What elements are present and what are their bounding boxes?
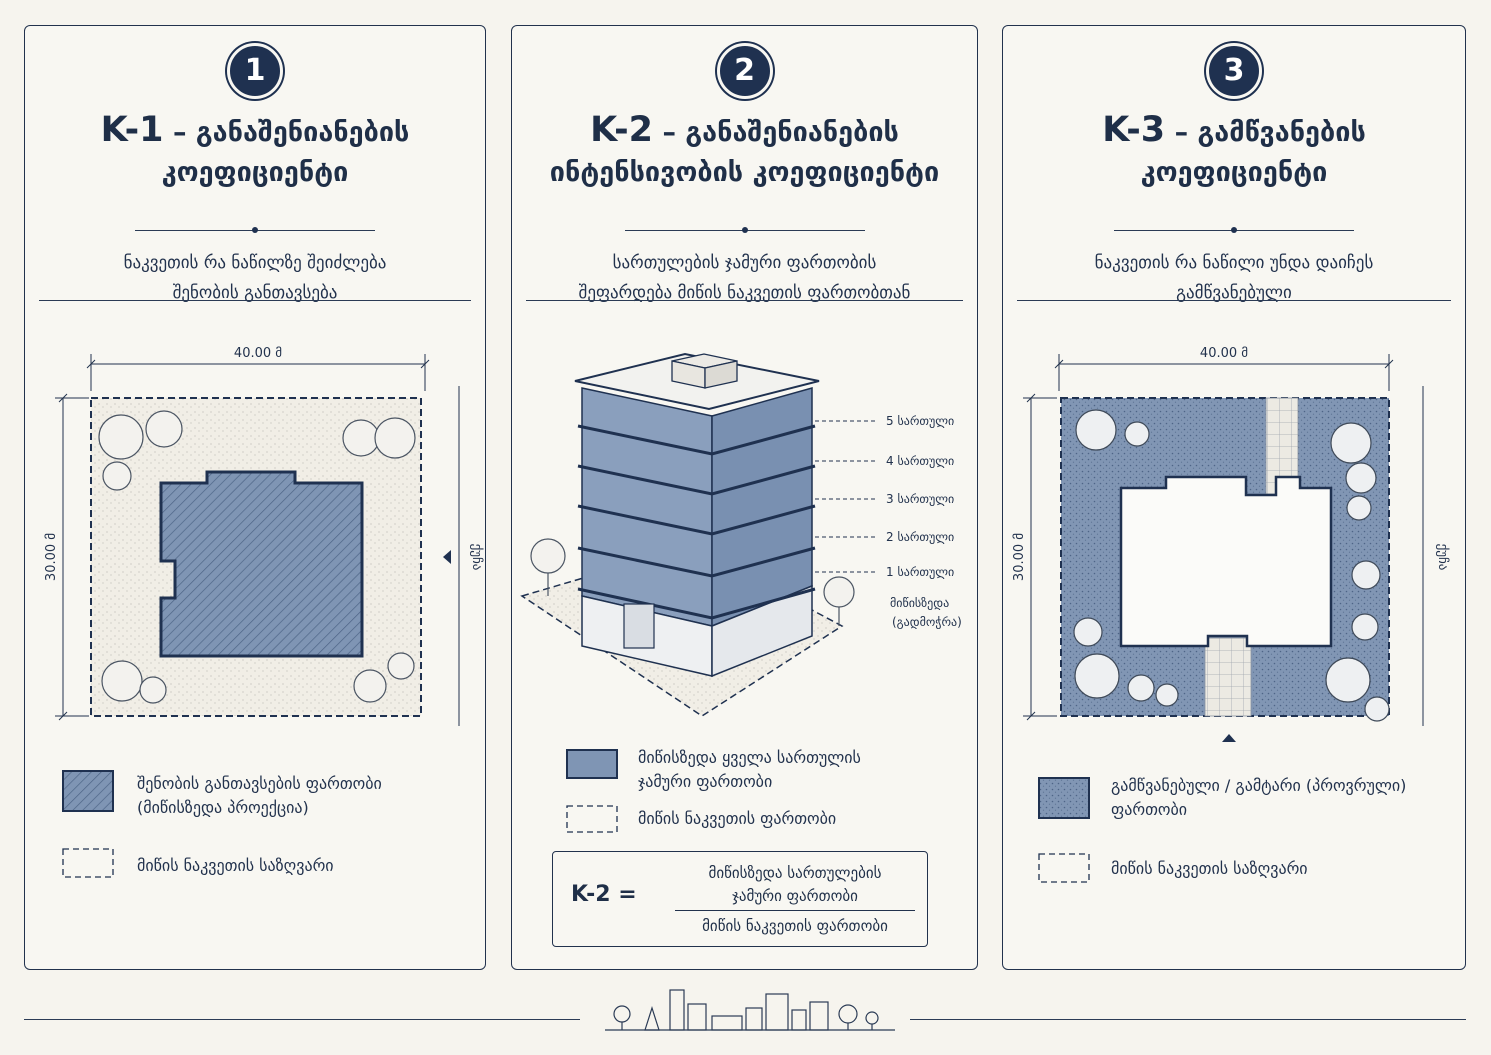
subtitle-line2: შეფარდება მიწის ნაკვეთის ფართობთან bbox=[578, 283, 911, 303]
title-dash: – bbox=[662, 117, 676, 148]
k1-site-plan: 40.00 მ 30.00 მ ქუჩა bbox=[44, 346, 484, 878]
legend-green-area: გამწვანებული / გამტარი (პროვრული) ფართობ… bbox=[1111, 774, 1406, 822]
height-dimension: 30.00 მ bbox=[1012, 533, 1027, 581]
legend-boundary-line1: მიწის ნაკვეთის საზღვარი bbox=[137, 856, 334, 875]
building-footprint bbox=[159, 470, 364, 658]
street-label: ქუჩა bbox=[1435, 544, 1450, 571]
section-rule bbox=[1017, 300, 1451, 301]
title-dash: – bbox=[172, 117, 187, 148]
footer-rule-right bbox=[910, 1019, 1466, 1020]
tree-icons bbox=[98, 410, 416, 704]
floor-label-3: 3 სართული bbox=[886, 492, 954, 506]
ground-label-line2: (გადმოჭრა) bbox=[892, 615, 962, 629]
footer-rule-left bbox=[24, 1019, 580, 1020]
subtitle-line1: სართულების ჯამური ფართობის bbox=[612, 253, 877, 273]
k3-site-plan: 40.00 მ 30.00 მ ქუჩა bbox=[1012, 346, 1450, 883]
entrance-door bbox=[623, 603, 655, 649]
tree-icons bbox=[1073, 409, 1390, 722]
legend-floor-area-line1: მიწისზედა ყველა სართულის bbox=[638, 748, 861, 767]
step-number-badge: 1 bbox=[227, 43, 283, 99]
title-line2: ინტენსივობის კოეფიციენტი bbox=[549, 157, 940, 188]
title-divider bbox=[1114, 227, 1354, 233]
panel-subtitle: სართულების ჯამური ფართობის შეფარდება მიწ… bbox=[532, 248, 957, 308]
floor-label-2: 2 სართული bbox=[886, 530, 954, 544]
formula-lhs: K-2 = bbox=[571, 882, 637, 907]
panel-title: K-3 – გამწვანების კოეფიციენტი bbox=[1003, 110, 1465, 193]
panel-subtitle: ნაკვეთის რა ნაწილზე შეიძლება შენობის გან… bbox=[45, 248, 465, 308]
legend-green-line2: ფართობი bbox=[1111, 800, 1188, 819]
title-line2: კოეფიციენტი bbox=[161, 157, 349, 188]
panel-subtitle: ნაკვეთის რა ნაწილი უნდა დაიჩეს გამწვანებ… bbox=[1023, 248, 1445, 308]
subtitle-line2: გამწვანებული bbox=[1176, 283, 1292, 303]
floor-label-4: 4 სართული bbox=[886, 454, 954, 468]
plot-area-legend-swatch bbox=[566, 805, 618, 833]
coefficient-code: K-3 bbox=[1102, 110, 1166, 150]
legend-green-line1: გამწვანებული / გამტარი (პროვრული) bbox=[1111, 776, 1407, 795]
title-divider bbox=[624, 227, 865, 233]
section-rule bbox=[39, 300, 471, 301]
floor-slabs bbox=[577, 424, 816, 620]
title-line1: გამწვანების bbox=[1197, 117, 1366, 148]
coefficient-code: K-1 bbox=[100, 110, 164, 150]
legend-footprint: შენობის განთავსების ფართობი (მიწისზედა პ… bbox=[137, 772, 382, 820]
k2-isometric-building: 5 სართული 4 სართული 3 სართული 2 სართული … bbox=[520, 352, 962, 833]
title-line1: განაშენიანების bbox=[195, 117, 410, 148]
height-dimension: 30.00 მ bbox=[44, 533, 59, 581]
legend-footprint-line2: (მიწისზედა პროექცია) bbox=[137, 798, 309, 817]
title-dash: – bbox=[1174, 117, 1189, 148]
legend-boundary: მიწის ნაკვეთის საზღვარი bbox=[1111, 857, 1308, 881]
subtitle-line1: ნაკვეთის რა ნაწილზე შეიძლება bbox=[123, 253, 387, 273]
street-label: ქუჩა bbox=[469, 544, 484, 571]
floor-label-1: 1 სართული bbox=[886, 565, 954, 579]
formula-denominator: მიწის ნაკვეთის ფართობი bbox=[702, 917, 888, 935]
section-rule bbox=[526, 300, 963, 301]
step-number-badge: 3 bbox=[1206, 43, 1262, 99]
title-divider bbox=[135, 227, 375, 233]
formula-numerator-line2: ჯამური ფართობი bbox=[732, 887, 858, 905]
ground-label-line1: მიწისზედა bbox=[890, 596, 949, 610]
width-dimension: 40.00 მ bbox=[234, 346, 282, 361]
boundary-legend-swatch bbox=[1038, 853, 1090, 883]
tree-icons bbox=[530, 538, 855, 626]
title-line1: განაშენიანების bbox=[685, 117, 899, 148]
title-line2: კოეფიციენტი bbox=[1140, 157, 1328, 188]
skyline-icon bbox=[605, 989, 895, 1031]
formula-numerator: მიწისზედა სართულების ჯამური ფართობი bbox=[675, 862, 915, 908]
entrance-marker bbox=[443, 550, 451, 564]
entry-walkway bbox=[1204, 637, 1252, 717]
floor-label-5: 5 სართული bbox=[886, 414, 954, 428]
legend-boundary-line1: მიწის ნაკვეთის საზღვარი bbox=[1111, 859, 1308, 878]
legend-plot-area: მიწის ნაკვეთის ფართობი bbox=[638, 807, 836, 831]
subtitle-line1: ნაკვეთის რა ნაწილი უნდა დაიჩეს bbox=[1094, 253, 1374, 273]
legend-floor-area: მიწისზედა ყველა სართულის ჯამური ფართობი bbox=[638, 746, 861, 794]
legend-boundary: მიწის ნაკვეთის საზღვარი bbox=[137, 854, 334, 878]
coefficient-code: K-2 bbox=[590, 110, 654, 150]
k2-formula-box: K-2 = მიწისზედა სართულების ჯამური ფართობ… bbox=[552, 851, 928, 947]
legend-plot-area-line1: მიწის ნაკვეთის ფართობი bbox=[638, 809, 837, 828]
footprint-legend-swatch bbox=[62, 770, 114, 812]
boundary-legend-swatch bbox=[62, 848, 114, 878]
floor-area-legend-swatch bbox=[566, 749, 618, 779]
panel-title: K-1 – განაშენიანების კოეფიციენტი bbox=[25, 110, 485, 193]
panel-title: K-2 – განაშენიანების ინტენსივობის კოეფიც… bbox=[512, 110, 977, 193]
k3-panel: 3 K-3 – გამწვანების კოეფიციენტი ნაკვეთის… bbox=[1002, 25, 1466, 970]
legend-footprint-line1: შენობის განთავსების ფართობი bbox=[137, 774, 382, 793]
subtitle-line2: შენობის განთავსება bbox=[172, 283, 338, 303]
entrance-marker bbox=[1222, 734, 1236, 742]
k2-panel: 2 K-2 – განაშენიანების ინტენსივობის კოეფ… bbox=[511, 25, 978, 970]
width-dimension: 40.00 მ bbox=[1200, 346, 1248, 361]
fraction-bar bbox=[675, 910, 915, 911]
formula-numerator-line1: მიწისზედა სართულების bbox=[708, 864, 882, 882]
green-legend-swatch bbox=[1038, 777, 1090, 819]
step-number-badge: 2 bbox=[716, 43, 773, 99]
building-footprint bbox=[1119, 475, 1333, 648]
legend-floor-area-line2: ჯამური ფართობი bbox=[638, 772, 773, 791]
k1-panel: 1 K-1 – განაშენიანების კოეფიციენტი ნაკვე… bbox=[24, 25, 486, 970]
